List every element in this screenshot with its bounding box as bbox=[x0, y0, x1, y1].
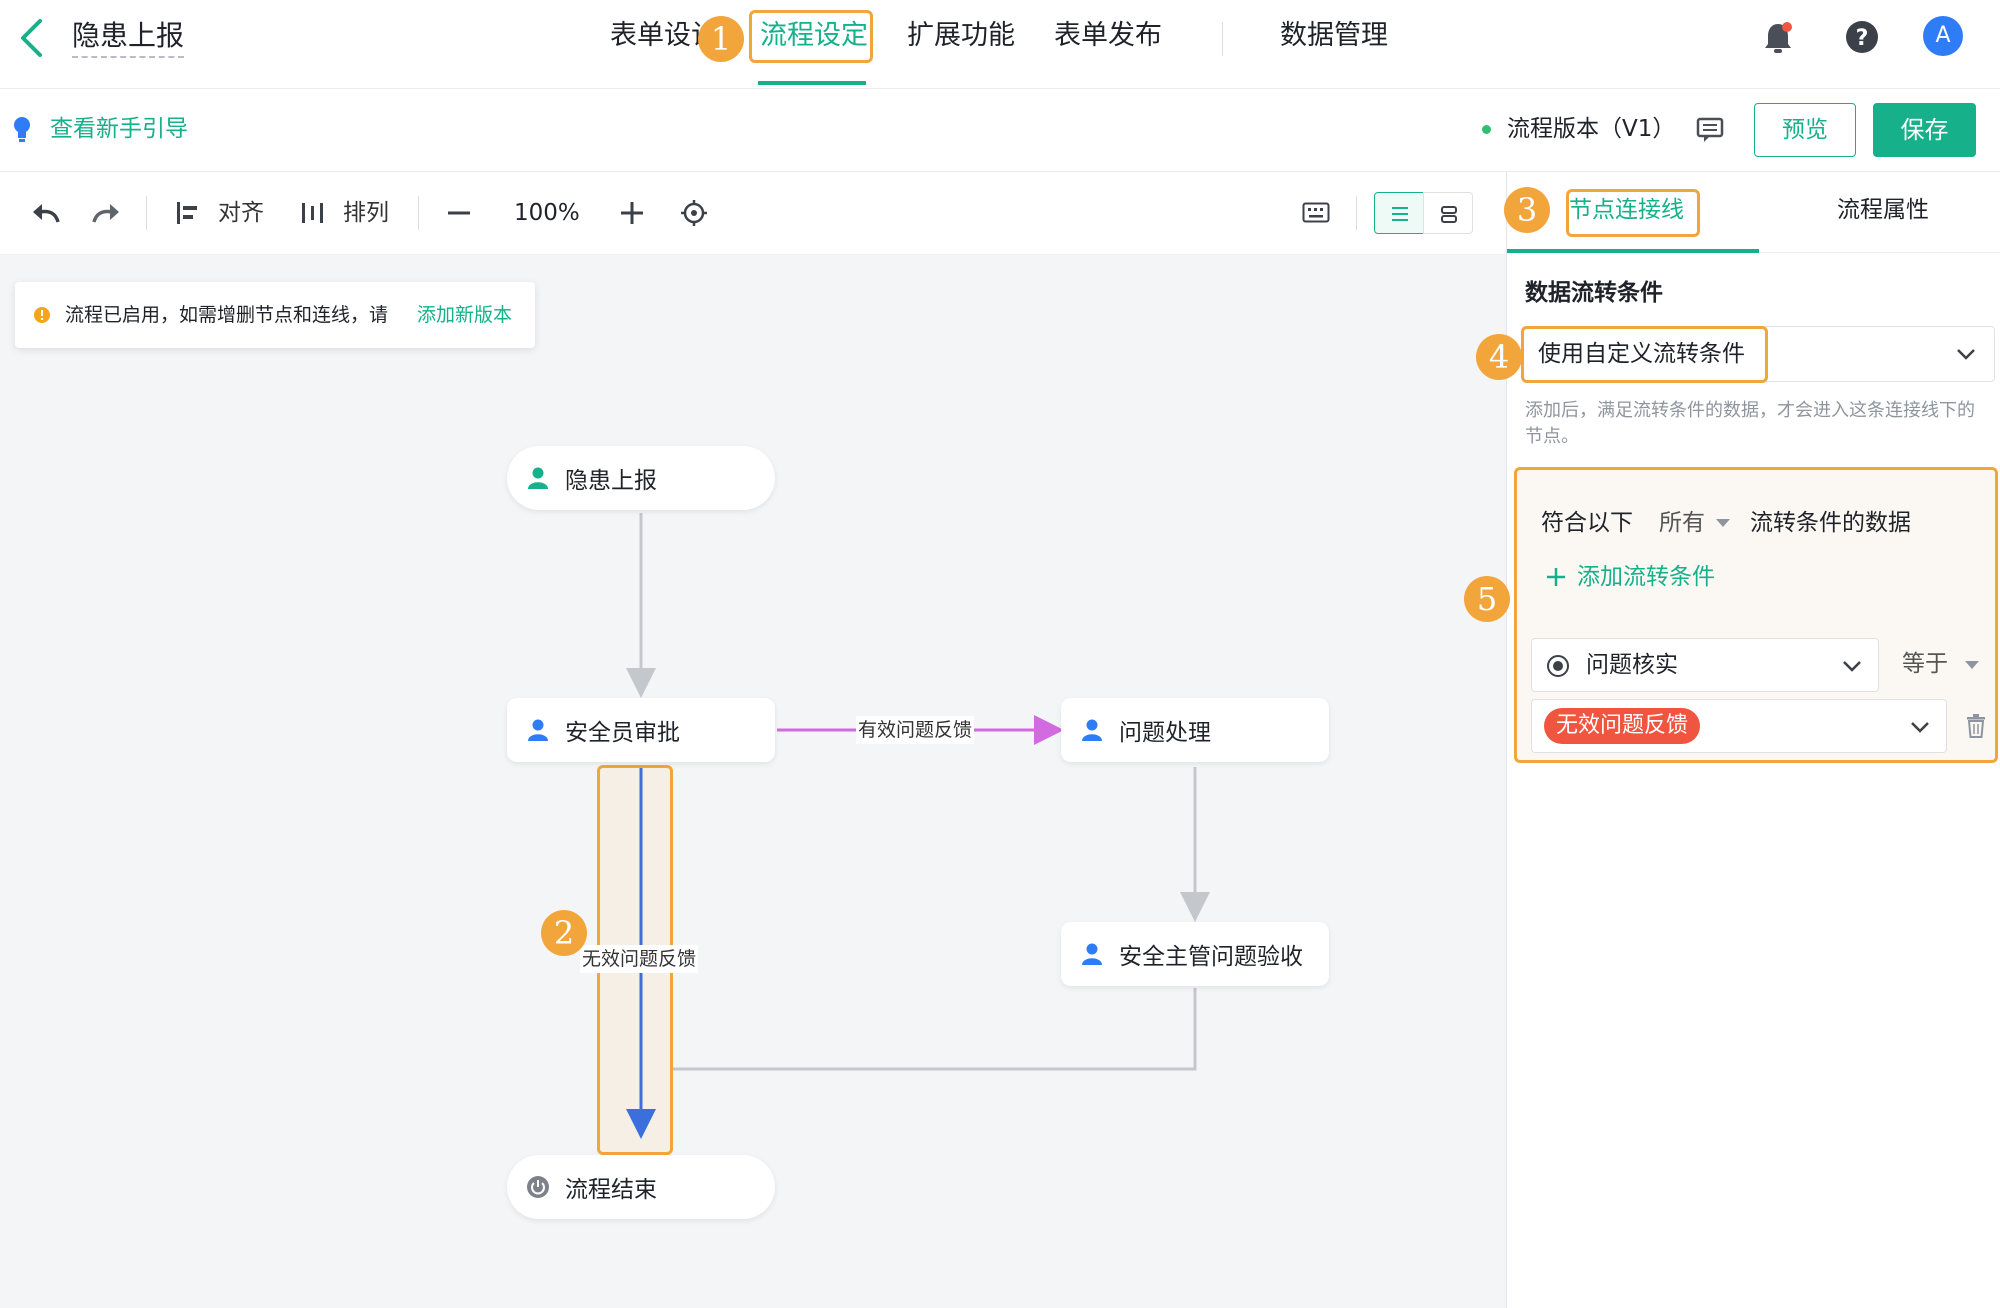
tab-extensions[interactable]: 扩展功能 bbox=[907, 20, 1015, 51]
radio-field-icon bbox=[1547, 655, 1569, 677]
tab-form-publish[interactable]: 表单发布 bbox=[1054, 20, 1162, 51]
caret-down-icon bbox=[1965, 661, 1979, 669]
edge-acceptance-to-end bbox=[641, 988, 1197, 1071]
condition-mode-value: 使用自定义流转条件 bbox=[1538, 341, 1745, 367]
node-problem-handling[interactable]: 问题处理 bbox=[1061, 698, 1329, 762]
edge-label-invalid[interactable]: 无效问题反馈 bbox=[580, 945, 699, 973]
add-version-link[interactable]: 添加新版本 bbox=[417, 304, 513, 326]
section-title: 数据流转条件 bbox=[1525, 280, 1663, 306]
zoom-out-icon[interactable] bbox=[446, 202, 472, 224]
redo-icon[interactable] bbox=[90, 198, 122, 228]
back-arrow-icon[interactable] bbox=[18, 18, 44, 58]
keyboard-icon[interactable] bbox=[1302, 201, 1330, 225]
approver-icon bbox=[528, 719, 548, 741]
annotation-badge-4: 4 bbox=[1476, 334, 1522, 380]
tab-data-management[interactable]: 数据管理 bbox=[1280, 20, 1388, 51]
help-icon[interactable]: ? bbox=[1845, 20, 1879, 54]
value-tag: 无效问题反馈 bbox=[1544, 708, 1701, 744]
node-label: 安全主管问题验收 bbox=[1119, 944, 1303, 970]
zoom-level: 100% bbox=[514, 200, 580, 226]
bell-icon[interactable] bbox=[1762, 20, 1794, 56]
arrange-icon[interactable] bbox=[300, 200, 326, 226]
toolbar-divider bbox=[418, 196, 419, 230]
locate-center-icon[interactable] bbox=[680, 199, 708, 227]
user-icon bbox=[528, 467, 548, 489]
condition-hint: 添加后，满足流转条件的数据，才会进入这条连接线下的节点。 bbox=[1525, 400, 1975, 447]
edge-label-valid[interactable]: 有效问题反馈 bbox=[856, 716, 975, 744]
node-acceptance[interactable]: 安全主管问题验收 bbox=[1061, 922, 1329, 986]
node-start[interactable]: 隐患上报 bbox=[507, 446, 775, 510]
approver-icon bbox=[1082, 719, 1102, 741]
annotation-badge-3: 3 bbox=[1504, 187, 1550, 233]
highlight-edge-tab bbox=[1566, 189, 1700, 237]
list-view-toggle[interactable] bbox=[1374, 192, 1424, 234]
condition-mode-select[interactable]: 使用自定义流转条件 bbox=[1521, 326, 1995, 382]
align-icon[interactable] bbox=[175, 200, 199, 226]
version-status-dot bbox=[1482, 125, 1491, 134]
tab-divider bbox=[1222, 22, 1223, 56]
node-end[interactable]: 流程结束 bbox=[507, 1155, 775, 1219]
toolbar-divider bbox=[146, 196, 147, 230]
tab-process-properties[interactable]: 流程属性 bbox=[1837, 197, 1929, 223]
process-version-label[interactable]: 流程版本（V1） bbox=[1507, 116, 1676, 142]
trash-icon[interactable] bbox=[1965, 713, 1987, 739]
match-suffix: 流转条件的数据 bbox=[1750, 510, 1911, 536]
save-button[interactable]: 保存 bbox=[1873, 103, 1976, 157]
undo-icon[interactable] bbox=[30, 198, 62, 228]
plus-icon[interactable] bbox=[1545, 566, 1567, 588]
flow-canvas[interactable] bbox=[0, 255, 1506, 1308]
svg-text:?: ? bbox=[1856, 26, 1869, 51]
condition-group: 符合以下 所有 流转条件的数据 添加流转条件 问题核实 等于 无效问题反馈 bbox=[1514, 467, 1998, 763]
condition-field-value: 问题核实 bbox=[1586, 652, 1678, 678]
operator-select[interactable]: 等于 bbox=[1902, 651, 1948, 677]
list-lines-icon bbox=[1392, 207, 1408, 221]
annotation-badge-1: 1 bbox=[698, 16, 744, 62]
arrange-button[interactable]: 排列 bbox=[343, 200, 389, 226]
power-icon bbox=[527, 1176, 549, 1198]
highlight-process-tab bbox=[749, 10, 873, 63]
chevron-down-icon bbox=[1911, 722, 1929, 733]
condition-value-select[interactable]: 无效问题反馈 bbox=[1531, 699, 1947, 753]
node-safety-approval[interactable]: 安全员审批 bbox=[507, 698, 775, 762]
tab-edge-settings[interactable]: 节点连接线 bbox=[1569, 197, 1684, 223]
node-label: 安全员审批 bbox=[565, 720, 680, 746]
user-avatar[interactable]: A bbox=[1923, 16, 1963, 56]
preview-button[interactable]: 预览 bbox=[1754, 103, 1856, 157]
canvas-toolbar: 对齐 排列 100% bbox=[0, 172, 1506, 255]
annotation-badge-2: 2 bbox=[541, 910, 587, 956]
node-label: 流程结束 bbox=[565, 1177, 657, 1203]
caret-down-icon bbox=[1716, 519, 1730, 527]
app-title[interactable]: 隐患上报 bbox=[72, 18, 185, 58]
flow-edges bbox=[626, 513, 1210, 1071]
chevron-down-icon bbox=[1957, 349, 1975, 360]
notice-text: 流程已启用，如需增删节点和连线，请 bbox=[65, 304, 389, 326]
node-label: 隐患上报 bbox=[565, 468, 657, 494]
node-label: 问题处理 bbox=[1119, 720, 1211, 746]
zoom-in-icon[interactable] bbox=[619, 200, 645, 226]
lightbulb-icon bbox=[14, 117, 30, 142]
card-stack-icon bbox=[1441, 206, 1457, 223]
sub-toolbar: 查看新手引导 流程版本（V1） 预览 保存 bbox=[0, 89, 2000, 172]
match-mode-select[interactable]: 所有 bbox=[1659, 510, 1705, 536]
card-view-toggle[interactable] bbox=[1423, 192, 1473, 234]
tab-process-settings[interactable]: 流程设定 bbox=[760, 20, 868, 51]
approver-icon bbox=[1082, 943, 1102, 965]
top-navigation-bar: 隐患上报 表单设计 流程设定 扩展功能 表单发布 数据管理 ? A bbox=[0, 0, 2000, 89]
info-icon bbox=[34, 307, 50, 323]
guide-link[interactable]: 查看新手引导 bbox=[50, 116, 188, 142]
align-button[interactable]: 对齐 bbox=[218, 200, 264, 226]
highlight-condition-mode bbox=[1521, 326, 1768, 383]
active-tab-underline bbox=[758, 81, 866, 85]
comment-icon[interactable] bbox=[1696, 117, 1724, 143]
chevron-down-icon bbox=[1843, 661, 1861, 672]
match-prefix: 符合以下 bbox=[1541, 510, 1633, 536]
process-enabled-notice: 流程已启用，如需增删节点和连线，请 添加新版本 bbox=[15, 282, 535, 348]
condition-field-select[interactable]: 问题核实 bbox=[1531, 638, 1879, 692]
add-condition-link[interactable]: 添加流转条件 bbox=[1577, 564, 1715, 590]
annotation-badge-5: 5 bbox=[1464, 576, 1510, 622]
panel-active-tab-underline bbox=[1507, 249, 1759, 253]
toolbar-divider bbox=[1356, 196, 1357, 230]
